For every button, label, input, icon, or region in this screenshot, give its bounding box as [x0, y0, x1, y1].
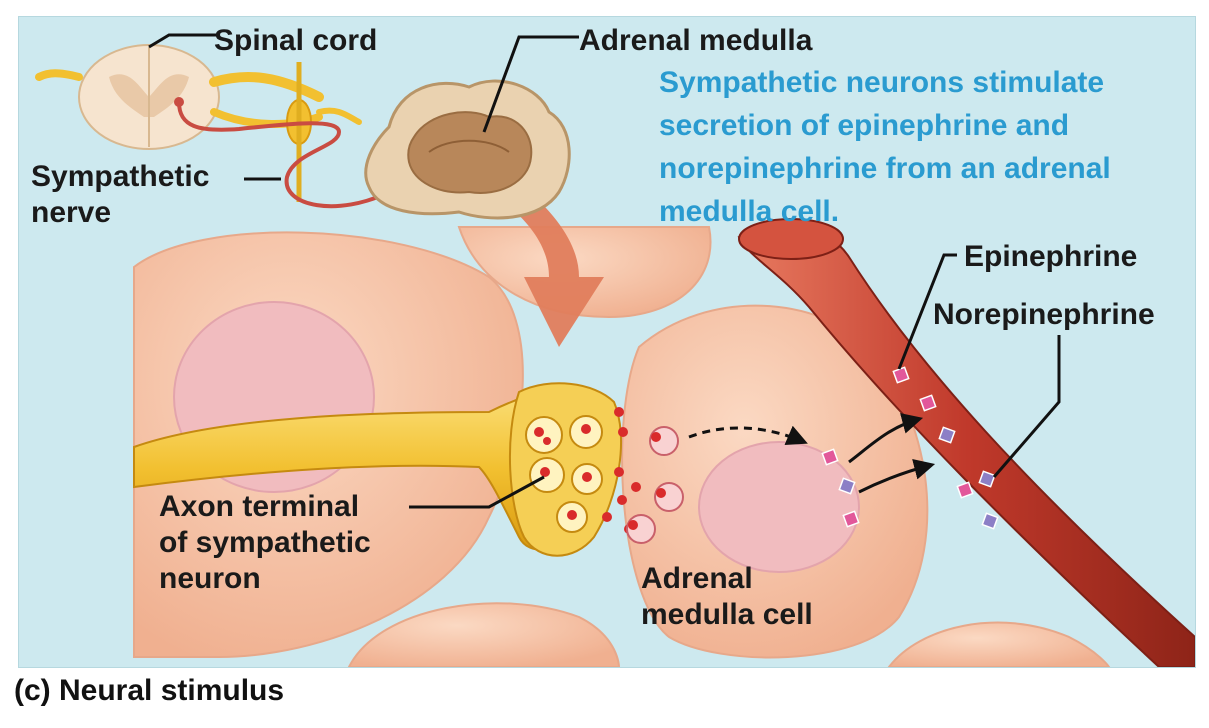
- spinal-cord-section: [35, 44, 431, 209]
- upper-cell: [457, 226, 712, 319]
- bottom-cell-1: [347, 602, 621, 667]
- bottom-cell-2: [887, 621, 1111, 667]
- label-norepinephrine: Norepinephrine: [933, 298, 1155, 331]
- diagram-illustration: [35, 33, 1195, 667]
- figure-caption: (c) Neural stimulus: [14, 674, 285, 707]
- leader-lines: [148, 33, 1061, 509]
- blood-vessel-opening: [738, 218, 844, 260]
- zoom-arrow: [504, 187, 604, 347]
- entry-arrow-2: [858, 459, 936, 494]
- label-adrenal-medulla: Adrenal medulla: [579, 24, 813, 57]
- entry-arrow-1: [848, 413, 924, 464]
- label-epinephrine: Epinephrine: [964, 240, 1138, 273]
- tissue-region: [133, 218, 1195, 667]
- receptors: [626, 426, 684, 544]
- axon: [133, 382, 623, 557]
- description-text: Sympathetic neurons stimulate secretion …: [659, 66, 1111, 228]
- label-spinal-cord: Spinal cord: [214, 24, 378, 57]
- medulla-cell-nucleus: [698, 441, 860, 573]
- secretion-dashed-arrow: [688, 425, 808, 446]
- diagram-panel: Spinal cord Adrenal medulla Sympathetic …: [18, 16, 1196, 668]
- epinephrine-molecules: [821, 366, 974, 528]
- blood-vessel: [737, 225, 1195, 667]
- norepinephrine-molecules: [838, 426, 999, 530]
- label-axon-terminal: Axon terminal of sympathetic neuron: [159, 490, 371, 595]
- adrenal-gland: [364, 79, 571, 220]
- label-adrenal-medulla-cell: Adrenal medulla cell: [641, 562, 813, 631]
- label-sympathetic-nerve: Sympathetic nerve: [31, 160, 210, 229]
